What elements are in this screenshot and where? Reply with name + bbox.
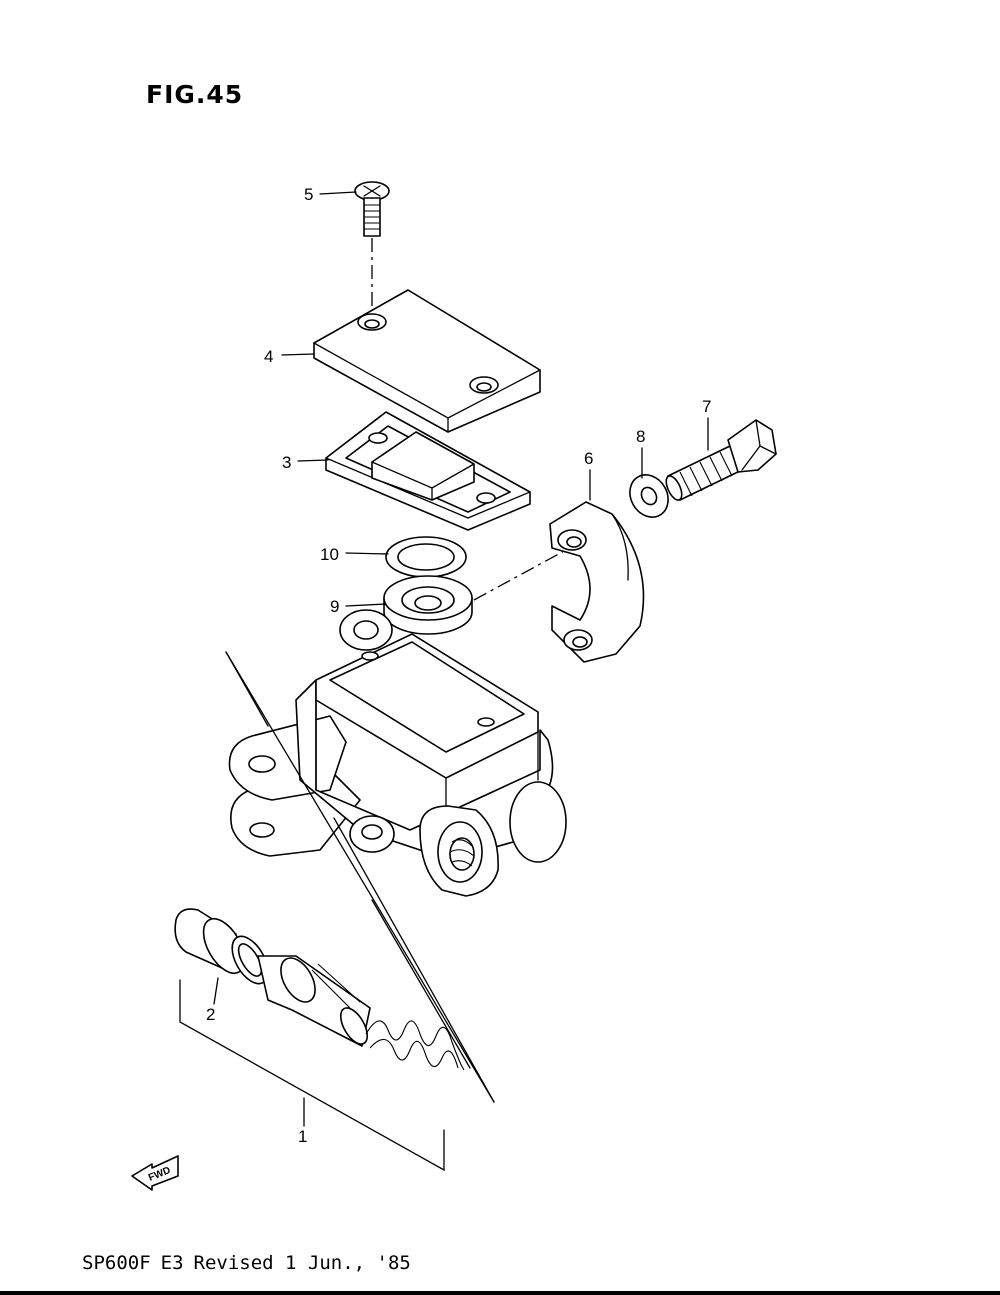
callout-2: 2 (206, 977, 219, 1024)
svg-text:5: 5 (304, 185, 313, 204)
part-9-bushing (383, 575, 473, 635)
figure-title: FIG.45 (146, 80, 244, 109)
callout-9: 9 (330, 597, 387, 616)
part-4-reservoir-cap (313, 289, 541, 433)
svg-text:8: 8 (636, 427, 645, 446)
svg-text:2: 2 (206, 1005, 215, 1024)
callout-7: 7 (702, 397, 711, 451)
svg-text:1: 1 (298, 1127, 307, 1146)
callout-4: 4 (264, 347, 315, 366)
part-6-clamp (549, 501, 645, 663)
svg-text:3: 3 (282, 453, 291, 472)
footer-revision: Revised 1 Jun., '85 (193, 1252, 411, 1274)
svg-text:10: 10 (320, 545, 339, 564)
page-footer: SP600F E3 Revised 1 Jun., '85 (82, 1252, 421, 1274)
master-cylinder-body (228, 609, 567, 897)
callout-6: 6 (584, 449, 593, 501)
callout-8: 8 (636, 427, 645, 479)
assembly-leader-lines (225, 651, 495, 1103)
part-8-washer (629, 474, 669, 518)
part-3-diaphragm (325, 411, 531, 531)
footer-variant: E3 (160, 1252, 184, 1274)
svg-text:4: 4 (264, 347, 273, 366)
callout-5: 5 (304, 185, 357, 204)
part-5-screw (354, 181, 390, 318)
footer-model: SP600F (82, 1252, 151, 1274)
part-10-o-ring (385, 536, 467, 578)
callout-10: 10 (320, 545, 389, 564)
callout-3: 3 (282, 453, 329, 472)
svg-text:6: 6 (584, 449, 593, 468)
svg-text:9: 9 (330, 597, 339, 616)
piston-assembly (174, 908, 465, 1172)
callout-1: 1 (298, 1097, 307, 1146)
part-7-bolt (665, 419, 777, 501)
fwd-arrow-icon: FWD (131, 1155, 179, 1191)
bottom-edge-rule (0, 1291, 1000, 1295)
callouts: 5 4 3 10 9 6 8 (206, 185, 711, 1146)
svg-text:7: 7 (702, 397, 711, 416)
